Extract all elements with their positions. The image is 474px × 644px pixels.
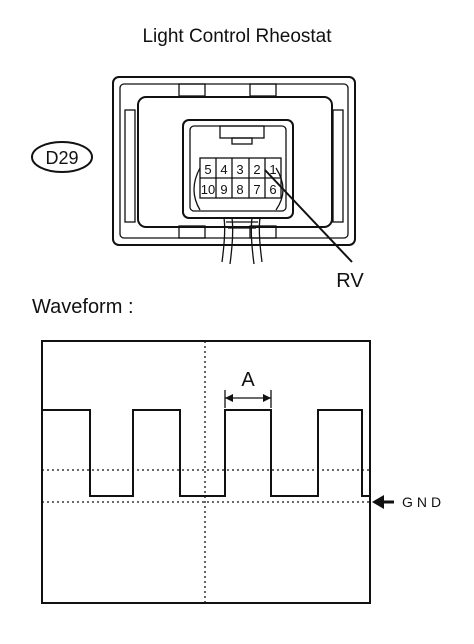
pin-label: 10 (201, 182, 215, 197)
ground-indicator: GND (372, 494, 445, 510)
ground-label: GND (402, 494, 445, 510)
pin-label: 3 (236, 162, 243, 177)
oscilloscope-screen (41, 340, 371, 604)
period-label: A (241, 369, 255, 391)
pin-grid: 5 4 3 2 1 10 9 8 7 6 (199, 157, 282, 199)
connector-code-badge: D29 (31, 141, 93, 173)
rv-leader-line (264, 169, 353, 263)
waveform-trace (42, 409, 370, 497)
connector-code: D29 (45, 148, 78, 168)
pin-label: 9 (220, 182, 227, 197)
pin-label: 5 (204, 162, 211, 177)
wire-harness (221, 217, 263, 265)
terminal-label: RV (336, 270, 364, 292)
pin-label: 1 (269, 162, 276, 177)
pin-label: 6 (269, 182, 276, 197)
period-dimension: A (224, 369, 272, 408)
arrow-left-icon (372, 495, 384, 509)
pin-label: 7 (253, 182, 260, 197)
waveform-label: Waveform : (32, 296, 134, 318)
diagram-title: Light Control Rheostat (142, 26, 332, 47)
pin-label: 2 (253, 162, 260, 177)
pin-label: 8 (236, 182, 243, 197)
pin-label: 4 (220, 162, 227, 177)
connector-housing (112, 76, 356, 246)
